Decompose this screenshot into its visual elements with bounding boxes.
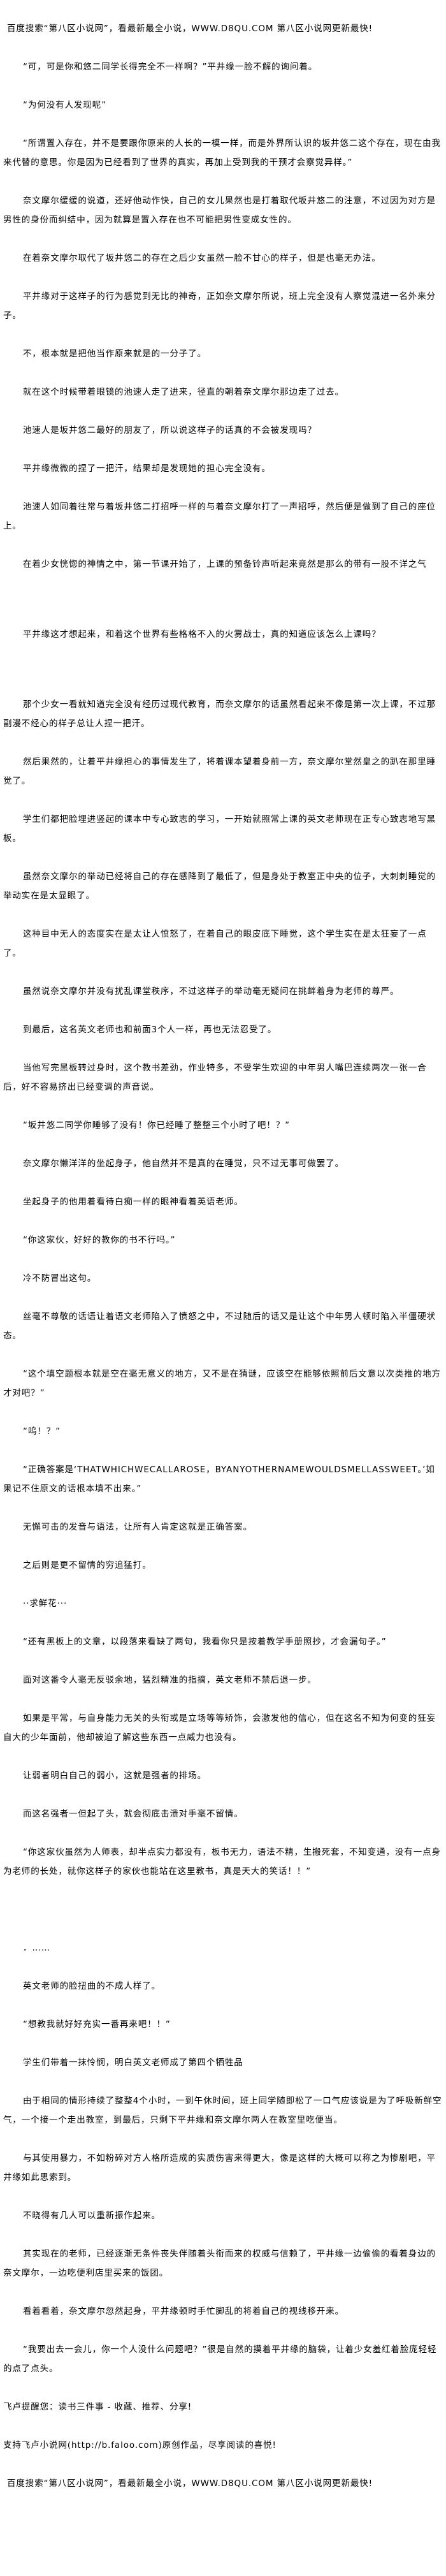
story-paragraph: 不晓得有几人可以重新振作起来。	[23, 2211, 161, 2221]
story-paragraph: 其实现在的老师，已经逐渐无条件丧失伴随着头衔而来的权威与信赖了，平井缘一边偷偷的…	[3, 2249, 436, 2278]
story-paragraph: 到最后，这名英文老师也和前面3个人一样，再也无法忍受了。	[23, 1025, 277, 1035]
story-paragraph: ．……	[23, 1943, 51, 1953]
story-paragraph: 池速人是坂井悠二最好的朋友了，所以说这样子的话真的不会被发现吗？	[23, 425, 317, 435]
story-paragraph: “想教我就好好充实一番再来吧！！”	[23, 2019, 171, 2030]
story-paragraph: 池速人如同着往常与着坂井悠二打招呼一样的与着奈文摩尔打了一声招呼，然后便是做到了…	[3, 502, 436, 531]
story-paragraph: “这个填空题根本就是空在毫无意义的地方，又不是在猜谜，应该空在能够依照前后文意以…	[3, 1369, 441, 1398]
story-paragraph: 奈文摩尔缓缓的说道，还好他动作快，自己的女儿果然也是打着取代坂井悠二的注意，不过…	[3, 196, 436, 225]
story-paragraph: 不，根本就是把他当作原来就是的一分子了。	[23, 349, 206, 359]
footer-reminder: 飞卢提醒您：读书三件事 - 收藏、推荐、分享!	[3, 2402, 192, 2412]
story-paragraph: 学生们带着一抹怜悯，明白英文老师成了第四个牺牲品	[23, 2058, 243, 2068]
footer-banner: 百度搜索“第八区小说网”，看最新最全小说，WWW.D8QU.COM 第八区小说网…	[7, 2478, 373, 2489]
story-paragraph: “我要出去一会儿，你一个人没什么问题吧？”很是自然的摸着平井缘的脑袋，让着少女羞…	[3, 2345, 437, 2374]
chapter-body: “可，可是你和悠二同学长得完全不一样啊？”平井缘一脸不解的询问着。 “为何没有人发…	[3, 57, 443, 2378]
story-paragraph: 之后则是更不留情的穷追猛打。	[23, 1560, 152, 1570]
story-paragraph: 冷不防冒出这句。	[23, 1273, 97, 1284]
story-paragraph: 平井缘微微的捏了一把汗，结果却是发现她的担心完全没有。	[23, 464, 271, 474]
story-paragraph: 在着少女恍惚的神情之中，第一节课开始了，上课的预备铃声听起来竟然是那么的带有一股…	[23, 559, 427, 569]
story-paragraph: 与其使用暴力，不如粉碎对方人格所造成的实质伤害来得更大，像是这样的大概可以称之为…	[3, 2153, 436, 2183]
story-paragraph: 平井缘对于这样子的行为感觉到无比的神奇，正如奈文摩尔所说，班上完全没有人察觉混进…	[3, 291, 436, 321]
story-paragraph: “你这家伙，好好的教你的书不行吗。”	[23, 1235, 176, 1245]
story-paragraph: “可，可是你和悠二同学长得完全不一样啊？”平井缘一脸不解的询问着。	[23, 62, 318, 72]
story-paragraph: 然后果然的，让着平井缘担心的事情发生了，将着课本望着身前一方，奈文摩尔堂然皇之的…	[3, 757, 436, 786]
story-paragraph: 由于相同的情形持续了整整4个小时，一到午休时间，班上同学随即松了一口气应该说是为…	[3, 2096, 442, 2125]
header-banner: 百度搜索“第八区小说网”，看最新最全小说，WWW.D8QU.COM 第八区小说网…	[7, 24, 373, 34]
story-paragraph: 奈文摩尔懒洋洋的坐起身子，他自然并不是真的在睡觉，只不过无事可做罢了。	[23, 1159, 344, 1169]
story-paragraph: “还有黑板上的文章，以段落来看缺了两句，我看你只是按着教学手册照抄，才会漏句子。…	[23, 1637, 387, 1647]
footer-support-link[interactable]: 支持飞卢小说网(http://b.faloo.com)原创作品，尽享阅读的喜悦!	[3, 2440, 277, 2450]
story-paragraph: 英文老师的脸扭曲的不成人样了。	[23, 1981, 161, 1991]
story-paragraph: 看着看着，奈文摩尔忽然起身，平井缘顿时手忙脚乱的将着自己的视线移开来。	[23, 2306, 344, 2316]
story-paragraph: 面对这番令人毫无反驳余地，猛烈精准的指摘，英文老师不禁后退一步。	[23, 1675, 317, 1685]
story-paragraph: “为何没有人发现呢”	[23, 100, 106, 110]
story-paragraph: 无懈可击的发音与语法，让所有人肯定这就是正确答案。	[23, 1522, 252, 1532]
story-paragraph: “所谓置入存在，并不是要跟你原来的人长的一模一样，而是外界所认识的坂井悠二这个存…	[3, 138, 441, 168]
story-paragraph: 就在这个时候带着眼镜的池速人走了进来，径直的朝着奈文摩尔那边走了过去。	[23, 387, 344, 397]
story-paragraph: 丝毫不尊敬的话语让着语文老师陷入了愤怒之中，不过随后的话又是让这个中年男人顿时陷…	[3, 1312, 436, 1341]
story-paragraph: “正确答案是‘THATWHICHWECALLAROSE，BYANYOTHERNA…	[3, 1465, 435, 1494]
story-paragraph: 让弱者明白自己的弱小，这就是强者的排场。	[23, 1771, 206, 1781]
story-paragraph: “坂井悠二同学你睡够了没有！你已经睡了整整三个小时了吧！？”	[23, 1120, 290, 1131]
story-paragraph: 那个少女一看就知道完全没有经历过现代教育，而奈文摩尔的话虽然看起来不像是第一次上…	[3, 699, 436, 729]
story-paragraph: 这种目中无人的态度实在是太让人愤怒了，在着自己的眼皮底下睡觉，这个学生实在是太狂…	[3, 929, 427, 958]
story-paragraph: 虽然说奈文摩尔并没有扰乱课堂秩序，不过这样子的举动毫无疑问在挑衅着身为老师的尊严…	[23, 986, 399, 997]
story-paragraph: 学生们都把脸埋进竖起的课本中专心致志的学习，一开始就照常上课的英文老师现在正专心…	[3, 814, 436, 844]
story-paragraph: 平井缘这才想起来，和着这个世界有些格格不入的火雾战士，真的知道应该怎么上课吗？	[23, 629, 381, 640]
story-paragraph: “你这家伙虽然为人师表，却半点实力都没有，板书无力，语法不精，生搬死套，不知变通…	[3, 1847, 441, 1877]
story-paragraph: 在着奈文摩尔取代了坂井悠二的存在之后少女虽然一脸不甘心的样子，但是也毫无办法。	[23, 253, 381, 263]
story-paragraph: 虽然奈文摩尔的举动已经将自己的存在感降到了最低了，但是身处于教室正中央的位子，大…	[3, 872, 436, 901]
story-paragraph: 当他写完黑板转过身时，这个教书差劲，作业特多，不受学生欢迎的中年男人嘴巴连续两次…	[3, 1063, 427, 1092]
story-paragraph: “呜！？”	[23, 1426, 61, 1437]
story-paragraph: 如果是平常，与自身能力无关的头衔或是立场等等矫饰，会激发他的信心，但在这名不知为…	[3, 1713, 436, 1743]
story-paragraph: 坐起身子的他用着看待白痴一样的眼神看着英语老师。	[23, 1197, 243, 1207]
story-paragraph: 而这名强者一但起了头，就会彻底击溃对手毫不留情。	[23, 1809, 243, 1819]
story-paragraph: ··求鲜花···	[23, 1599, 68, 1609]
